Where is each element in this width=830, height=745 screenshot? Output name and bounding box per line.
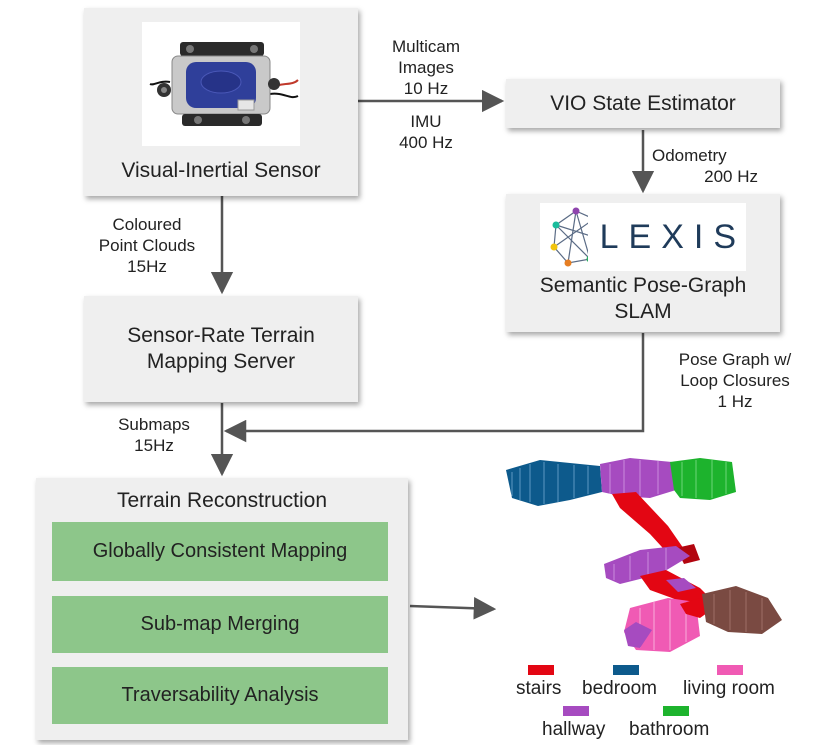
legend-swatch-stairs	[528, 665, 554, 675]
step3-label: Traversability Analysis	[121, 684, 319, 706]
legend-swatch-hallway	[563, 706, 589, 716]
label-submaps-line1: Submaps	[118, 415, 190, 434]
step-globally-consistent-mapping: Globally Consistent Mapping	[52, 522, 388, 581]
label-coloured-point-clouds: Coloured Point Clouds 15Hz	[82, 214, 212, 277]
sensor-box: Visual-Inertial Sensor	[84, 8, 358, 196]
sensor-image	[142, 22, 300, 146]
label-multicam-line2: Images	[398, 58, 454, 77]
label-multicam: Multicam Images 10 Hz	[376, 36, 476, 99]
label-posegraph-line1: Pose Graph w/	[678, 350, 792, 369]
label-coloured-line2: Point Clouds	[98, 236, 196, 255]
label-odometry-line1: Odometry	[652, 146, 727, 165]
label-multicam-line1: Multicam	[391, 37, 460, 56]
step-traversability-analysis: Traversability Analysis	[52, 667, 388, 724]
step2-label: Sub-map Merging	[140, 613, 300, 635]
legend-label-bedroom: bedroom	[582, 678, 657, 699]
label-submaps: Submaps 15Hz	[104, 414, 204, 456]
legend-label-living-room: living room	[683, 678, 775, 699]
camera-sensor-icon	[149, 42, 299, 126]
lexis-logo: LEXIS	[540, 203, 746, 271]
step1-label: Globally Consistent Mapping	[92, 540, 348, 562]
mapping-title-line2: Mapping Server	[146, 350, 296, 373]
slam-box: LEXIS Semantic Pose-Graph SLAM	[506, 194, 780, 332]
label-odometry: Odometry 200 Hz	[652, 145, 772, 187]
terrain-map-render	[506, 458, 782, 652]
label-coloured-line3: 15Hz	[127, 257, 167, 276]
legend-swatch-living-room	[717, 665, 743, 675]
label-imu-line1: IMU	[410, 112, 442, 131]
vio-title: VIO State Estimator	[550, 91, 736, 115]
label-posegraph-line3: 1 Hz	[717, 392, 753, 411]
lexis-logo-text: LEXIS	[599, 218, 746, 256]
lexis-graph-icon	[550, 207, 588, 267]
terrain-title: Terrain Reconstruction	[116, 489, 328, 512]
legend-label-hallway: hallway	[542, 719, 606, 740]
vio-box: VIO State Estimator	[506, 79, 780, 128]
legend-swatch-bathroom	[663, 706, 689, 716]
legend-label-stairs: stairs	[516, 678, 562, 699]
label-submaps-line2: 15Hz	[134, 436, 174, 455]
label-imu-line2: 400 Hz	[399, 133, 453, 152]
label-coloured-line1: Coloured	[112, 215, 182, 234]
slam-title-line2: SLAM	[614, 300, 672, 323]
label-posegraph-line2: Loop Closures	[680, 371, 790, 390]
sensor-title: Visual-Inertial Sensor	[121, 159, 321, 182]
label-odometry-line2: 200 Hz	[704, 167, 758, 186]
label-multicam-line3: 10 Hz	[403, 79, 449, 98]
mapping-title-line1: Sensor-Rate Terrain	[127, 324, 315, 347]
arrow-slam-to-merge	[223, 333, 645, 443]
step-sub-map-merging: Sub-map Merging	[52, 596, 388, 653]
legend-swatch-bedroom	[613, 665, 639, 675]
label-imu: IMU 400 Hz	[376, 111, 476, 153]
mapping-server-box: Sensor-Rate Terrain Mapping Server	[84, 296, 358, 402]
legend-label-bathroom: bathroom	[629, 719, 710, 740]
label-pose-graph: Pose Graph w/ Loop Closures 1 Hz	[660, 349, 810, 412]
arrow-terrain-to-map	[409, 597, 497, 620]
slam-title-line1: Semantic Pose-Graph	[539, 274, 747, 297]
slam-title: Semantic Pose-Graph SLAM	[506, 273, 780, 325]
